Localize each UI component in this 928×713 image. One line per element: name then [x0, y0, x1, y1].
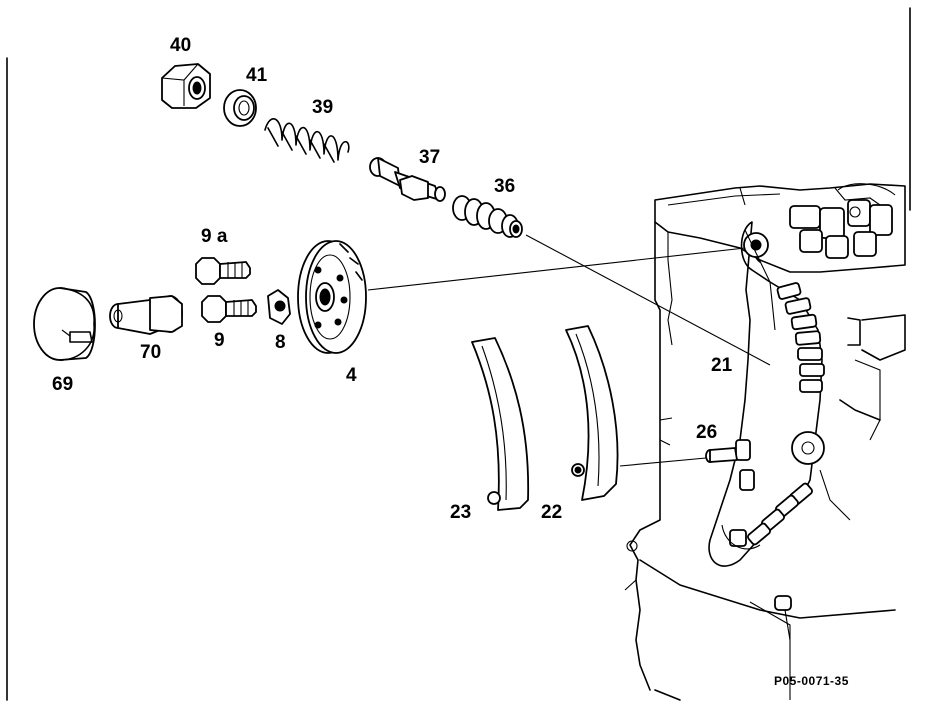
label-69: 69 [52, 374, 73, 395]
label-23: 23 [450, 502, 471, 523]
engine-block [624, 183, 906, 701]
part-26-pin [619, 447, 738, 467]
part-9-bolt [201, 295, 257, 323]
part-8-lockplate [267, 289, 291, 325]
part-23-guide-rail [471, 337, 530, 511]
label-37: 37 [419, 147, 440, 168]
label-9: 9 [214, 330, 225, 351]
part-70-pin [109, 295, 183, 335]
leader-36 [525, 234, 771, 366]
label-4: 4 [346, 365, 357, 386]
part-40-nut [161, 63, 211, 109]
part-9a-bolt [195, 257, 251, 285]
reference-code: P05-0071-35 [774, 674, 849, 688]
part-36-tensioner [452, 195, 523, 238]
label-8: 8 [275, 332, 286, 353]
part-69-cap [33, 287, 96, 361]
label-41: 41 [246, 65, 268, 86]
leader-4 [367, 247, 746, 291]
part-22-guide-rail [565, 325, 619, 501]
label-22: 22 [541, 502, 562, 523]
label-21: 21 [711, 355, 733, 376]
label-70: 70 [140, 342, 161, 363]
part-37-plunger [369, 157, 446, 202]
label-40: 40 [170, 35, 191, 56]
label-36: 36 [494, 176, 515, 197]
part-41-washer [223, 89, 257, 127]
label-39: 39 [312, 97, 333, 118]
label-9a: 9 a [201, 226, 228, 247]
label-26: 26 [696, 422, 717, 443]
part-4-cam-gear [297, 240, 367, 354]
chain-links [729, 282, 825, 547]
part-39-spring [264, 118, 350, 163]
